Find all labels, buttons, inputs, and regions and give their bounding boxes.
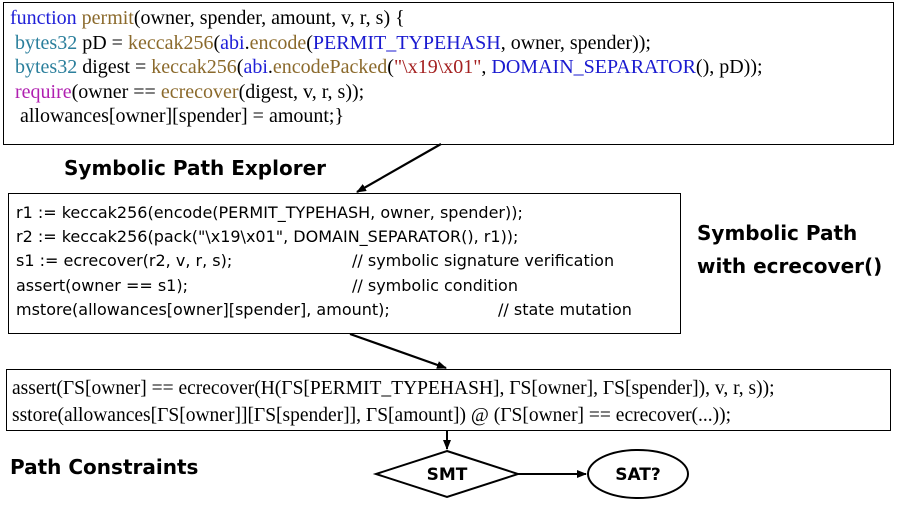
paren: ( bbox=[213, 31, 221, 54]
constraint-sstore: sstore(allowances[ΓS[owner]][ΓS[spender]… bbox=[12, 405, 732, 426]
type-keyword: bytes32 bbox=[15, 56, 78, 78]
symbolic-statement: r1 := keccak256(encode(PERMIT_TYPEHASH, … bbox=[16, 203, 523, 222]
args-text: , owner, spender)); bbox=[500, 31, 651, 54]
type-keyword: bytes32 bbox=[15, 31, 78, 54]
arrow-code-to-symbolic bbox=[356, 143, 442, 193]
symbolic-comment: // symbolic signature verification bbox=[352, 251, 615, 271]
paren: ( bbox=[306, 31, 313, 54]
sat-ellipse bbox=[587, 449, 689, 499]
abi-keyword: abi bbox=[220, 31, 245, 54]
path-constraints-box: assert(ΓS[owner] == ecrecover(H(ΓS[PERMI… bbox=[6, 369, 891, 431]
constraint-assert: assert(ΓS[owner] == ecrecover(H(ΓS[PERMI… bbox=[12, 378, 775, 399]
function-keyword: function bbox=[10, 7, 77, 29]
symbolic-row: s1 := ecrecover(r2, v, r, s); // symbolic… bbox=[16, 249, 680, 273]
encode-call: encode bbox=[249, 31, 307, 54]
keccak-call: keccak256 bbox=[127, 31, 214, 54]
smt-label: SMT bbox=[427, 465, 468, 485]
code-line-4: require(owner == ecrecover(digest, v, r,… bbox=[10, 80, 893, 105]
assign-text: digest = bbox=[77, 56, 152, 78]
code-line-2: bytes32 pD = keccak256(abi.encode(PERMIT… bbox=[10, 31, 893, 56]
code-line-1: function permit(owner, spender, amount, … bbox=[10, 6, 893, 31]
abi-keyword: abi bbox=[243, 56, 268, 78]
prefix-string: "\x19\x01" bbox=[393, 56, 482, 78]
symbolic-statement: mstore(allowances[owner][spender], amoun… bbox=[16, 299, 390, 319]
symbolic-row: r2 := keccak256(pack("\x19\x01", DOMAIN_… bbox=[16, 225, 680, 249]
symbolic-path-label: Symbolic Path with ecrecover() bbox=[697, 217, 882, 283]
symbolic-row: mstore(allowances[owner][spender], amoun… bbox=[16, 298, 680, 322]
ecrecover-call: ecrecover bbox=[160, 80, 239, 103]
keccak-call: keccak256 bbox=[151, 56, 237, 78]
function-name: permit bbox=[81, 7, 134, 29]
symbolic-path-box: r1 := keccak256(encode(PERMIT_TYPEHASH, … bbox=[8, 193, 681, 334]
function-params: (owner, spender, amount, v, r, s) { bbox=[133, 7, 405, 29]
symbolic-row: r1 := keccak256(encode(PERMIT_TYPEHASH, … bbox=[16, 201, 680, 225]
domain-separator-constant: DOMAIN_SEPARATOR bbox=[491, 56, 696, 78]
symbolic-path-explorer-label: Symbolic Path Explorer bbox=[64, 156, 327, 180]
args-text: (), pD)); bbox=[695, 56, 763, 78]
encode-packed-call: encodePacked bbox=[272, 56, 388, 78]
typehash-constant: PERMIT_TYPEHASH bbox=[312, 31, 501, 54]
args-text: (digest, v, r, s)); bbox=[238, 80, 365, 103]
path-constraints-label: Path Constraints bbox=[10, 455, 199, 479]
symbolic-statement: s1 := ecrecover(r2, v, r, s); bbox=[16, 251, 233, 271]
dot: . bbox=[244, 31, 250, 54]
symbolic-comment: // symbolic condition bbox=[352, 275, 518, 295]
symbolic-statement: r2 := keccak256(pack("\x19\x01", DOMAIN_… bbox=[16, 227, 519, 247]
source-code-box: function permit(owner, spender, amount, … bbox=[3, 2, 894, 145]
symbolic-path-label-line-1: Symbolic Path bbox=[697, 221, 858, 245]
assign-text: pD = bbox=[77, 31, 128, 54]
sat-label: SAT? bbox=[615, 465, 661, 485]
comma: , bbox=[481, 56, 492, 78]
condition-text: (owner == bbox=[71, 80, 161, 103]
symbolic-comment: // state mutation bbox=[498, 299, 632, 319]
paren: ( bbox=[236, 56, 244, 78]
code-line-3: bytes32 digest = keccak256(abi.encodePac… bbox=[10, 55, 893, 80]
dot: . bbox=[267, 56, 273, 78]
symbolic-row: assert(owner == s1); // symbolic conditio… bbox=[16, 274, 680, 298]
symbolic-statement: assert(owner == s1); bbox=[16, 275, 188, 295]
symbolic-path-label-line-2: with ecrecover() bbox=[697, 254, 883, 278]
require-keyword: require bbox=[15, 80, 72, 103]
smt-diamond bbox=[372, 449, 522, 499]
code-line-5: allowances[owner][spender] = amount;} bbox=[10, 105, 345, 127]
paren: ( bbox=[387, 56, 394, 78]
arrow-symbolic-to-constraints bbox=[349, 332, 447, 370]
